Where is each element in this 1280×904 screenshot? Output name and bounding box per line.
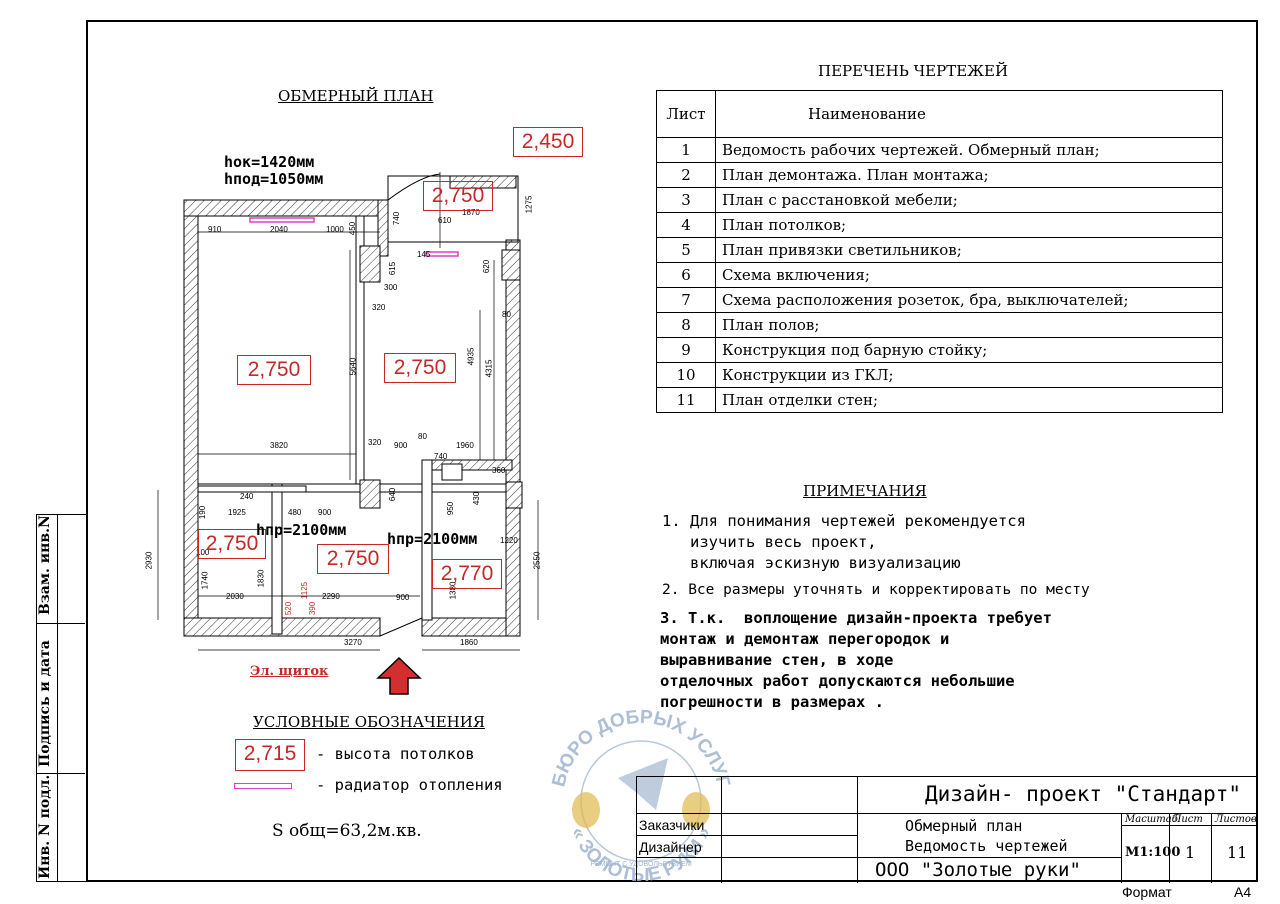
note-3: 3. Т.к. воплощение дизайн-проекта требуе… xyxy=(660,609,1052,711)
door-height-2: hпр=2100мм xyxy=(387,530,478,548)
under-window-height: hпод=1050мм xyxy=(224,170,324,188)
col-sheet: Лист xyxy=(656,90,716,138)
ceiling-height-hall: 2,750 xyxy=(317,544,389,574)
ceiling-height-room-1: 2,750 xyxy=(237,355,311,385)
legend-title: УСЛОВНЫЕ ОБОЗНАЧЕНИЯ xyxy=(253,713,485,731)
watermark-logo: БЮРО ДОБРЫХ УСЛУГ « ЗОЛОТЫЕ РУКИ » РЕМОН… xyxy=(548,707,733,886)
ceiling-height-kitchen: 2,770 xyxy=(432,559,502,589)
watermark-small-text: РЕМОНТ С УДОВОЛЬСТВИЕМ xyxy=(590,861,692,868)
bay-curve xyxy=(387,173,441,201)
door-height-1: hпр=2100мм xyxy=(256,521,347,539)
title-block: Дизайн- проект "Стандарт" Заказчики Диза… xyxy=(636,776,1258,883)
side-label-replace: Взам. инв.N xyxy=(37,515,53,615)
scale-value: М1:100 xyxy=(1125,845,1181,860)
ceiling-height-room-2: 2,750 xyxy=(384,353,456,383)
radiator xyxy=(249,217,315,223)
wall-bottom-right xyxy=(421,617,521,637)
ceiling-height-bay: 2,450 xyxy=(513,127,583,157)
project-name: Дизайн- проект "Стандарт" xyxy=(925,782,1242,806)
format-value: А4 xyxy=(1234,884,1252,900)
entrance-arrow-icon xyxy=(376,656,422,695)
ceiling-height-bay-inner: 2,750 xyxy=(423,181,493,211)
customer-label: Заказчики xyxy=(639,817,705,833)
drawings-title: ПЕРЕЧЕНЬ ЧЕРТЕЖЕЙ xyxy=(818,62,1009,80)
thumbs-up-icon xyxy=(572,792,600,828)
legend-height-sample: 2,715 xyxy=(235,739,305,771)
side-label-inv: Инв. N подл. xyxy=(37,774,53,879)
side-strip-divider xyxy=(57,515,58,881)
trowel-icon xyxy=(618,758,668,810)
wall-top-left xyxy=(183,199,385,217)
floor-plan xyxy=(157,172,539,651)
format-label: Формат xyxy=(1122,884,1172,900)
designer-label: Дизайнер xyxy=(639,839,702,855)
side-label-sign-date: Подпись и дата xyxy=(37,640,53,767)
note-1: 1. Для понимания чертежей рекомендуется … xyxy=(662,512,1026,572)
electric-panel-label: Эл. щиток xyxy=(250,664,329,679)
total-area: S общ=63,2м.кв. xyxy=(272,821,422,841)
col-name: Наименование xyxy=(715,90,1223,138)
sheet-title-1: Обмерный план xyxy=(905,817,1023,835)
legend-height-text: - высота потолков xyxy=(316,745,475,763)
entry-door xyxy=(379,617,423,637)
legend-radiator-text: - радиатор отопления xyxy=(316,776,503,794)
legend-radiator-sample xyxy=(234,783,292,789)
radiator xyxy=(425,251,459,257)
sheet-value: 1 xyxy=(1185,843,1196,862)
wall-right xyxy=(505,239,521,637)
plan-title: ОБМЕРНЫЙ ПЛАН xyxy=(278,87,434,105)
window-sill-height: hок=1420мм xyxy=(224,153,315,171)
sheet-title-2: Ведомость чертежей xyxy=(905,837,1068,855)
sheet-label: Лист xyxy=(1173,814,1203,825)
sheets-label: Листов xyxy=(1215,814,1257,825)
wall-left xyxy=(183,199,199,637)
ceiling-height-bath: 2,750 xyxy=(198,529,266,559)
note-2: 2. Все размеры уточнять и корректировать… xyxy=(662,582,1090,598)
company-name: ООО "Золотые руки" xyxy=(875,859,1081,881)
side-strip: Взам. инв.N Подпись и дата Инв. N подл. xyxy=(36,514,86,882)
thumbs-up-icon xyxy=(682,792,710,828)
notes-title: ПРИМЕЧАНИЯ xyxy=(803,482,927,500)
sheets-value: 11 xyxy=(1227,843,1248,862)
scale-label: Масштаб xyxy=(1125,814,1178,825)
